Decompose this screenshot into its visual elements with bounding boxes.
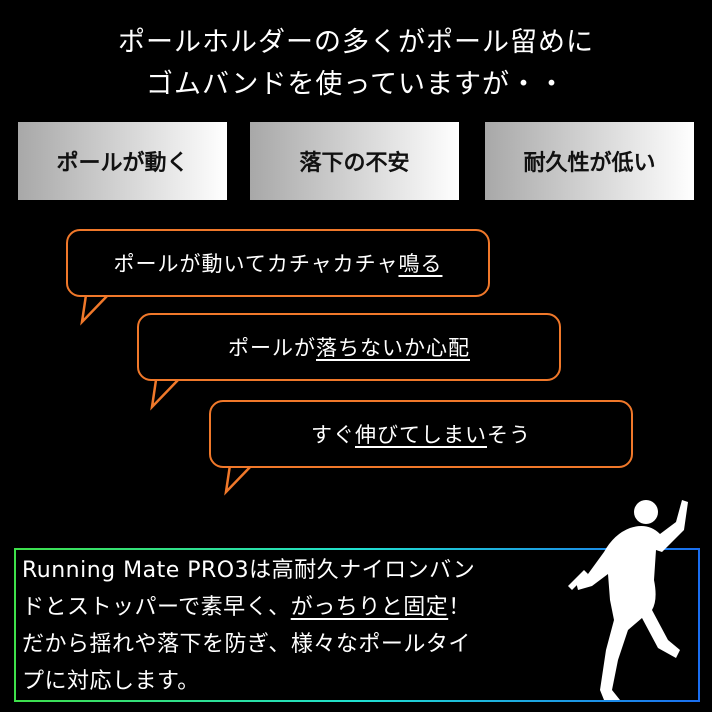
bubble-tail <box>80 294 109 326</box>
headline-line-1: ポールホルダーの多くがポール留めに <box>118 27 594 58</box>
description-text: ドとストッパーで素早く、 <box>22 595 291 620</box>
problem-box-falling: 落下の不安 <box>250 122 459 200</box>
bubble-text: すぐ <box>311 423 355 447</box>
description-line: プに対応します。 <box>22 669 200 694</box>
speech-bubble-2: ポールが落ちないか心配 <box>137 313 561 381</box>
speech-bubble-3: すぐ伸びてしまいそう <box>209 400 633 468</box>
bubble-text-after: そう <box>487 423 531 447</box>
description-text: ！ <box>448 595 471 620</box>
speech-bubble-1: ポールが動いてカチャカチャ鳴る <box>66 229 490 297</box>
description-line: だから揺れや落下を防ぎ、様々なポールタイ <box>22 632 471 657</box>
bubble-underlined-text: 鳴る <box>398 252 443 276</box>
product-description: Running Mate PRO3は高耐久ナイロンバン ドとストッパーで素早く、… <box>22 552 542 700</box>
description-underlined-text: がっちりと固定 <box>290 595 449 620</box>
description-line: Running Mate PRO3は高耐久ナイロンバン <box>22 558 476 583</box>
bubble-tail <box>224 464 253 496</box>
headline-line-2: ゴムバンドを使っていますが・・ <box>146 69 566 100</box>
bubble-tail <box>150 379 179 411</box>
runner-silhouette-icon <box>568 500 688 700</box>
problem-box-pole-moves: ポールが動く <box>18 122 227 200</box>
description-line: ドとストッパーで素早く、がっちりと固定！ <box>22 589 542 626</box>
headline: ポールホルダーの多くがポール留めに ゴムバンドを使っていますが・・ <box>0 22 712 106</box>
bubble-text: ポールが動いてカチャカチャ <box>113 252 399 276</box>
bubble-text: ポールが <box>228 336 316 360</box>
bubble-underlined-text: 落ちないか心配 <box>316 336 470 360</box>
bubble-underlined-text: 伸びてしまい <box>355 423 487 447</box>
problem-box-durability: 耐久性が低い <box>485 122 694 200</box>
